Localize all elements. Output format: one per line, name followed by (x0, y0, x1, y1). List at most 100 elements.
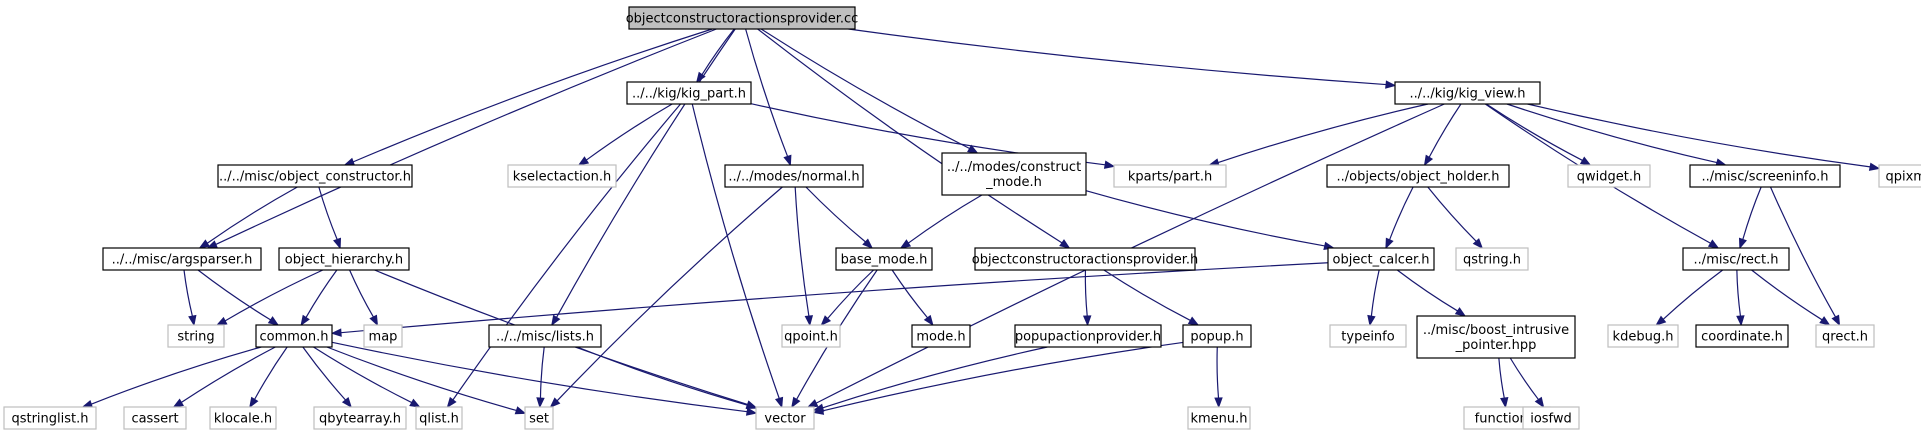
node-string: string (167, 324, 225, 348)
node-label-object_constructor: ../../misc/object_constructor.h (219, 170, 411, 185)
arrowhead-common-to-qbytearray (341, 396, 353, 409)
node-argsparser[interactable]: ../../misc/argsparser.h (102, 247, 262, 271)
arrowhead-object_hierarchy-to-map (369, 314, 379, 327)
edge-kig_part-to-vector (691, 103, 780, 399)
node-label-misc_lists: ../../misc/lists.h (496, 330, 594, 345)
node-screeninfo[interactable]: ../misc/screeninfo.h (1689, 164, 1841, 188)
node-base_mode[interactable]: base_mode.h (835, 247, 933, 271)
node-misc_rect[interactable]: ../misc/rect.h (1682, 247, 1790, 271)
edge-misc_lists-to-set (539, 346, 545, 399)
edge-construct_mode-to-base_mode (908, 194, 983, 244)
node-box-root (628, 6, 856, 30)
node-label-qlist: qlist.h (419, 412, 459, 427)
edge-root-to-kig_part (701, 28, 735, 75)
node-box-object_calcer (1327, 247, 1435, 271)
node-modes_normal[interactable]: ../../modes/normal.h (724, 164, 864, 188)
node-popup[interactable]: popup.h (1182, 324, 1252, 348)
node-box-popupactionprovider (1014, 324, 1162, 348)
node-kig_part[interactable]: ../../kig/kig_part.h (626, 81, 752, 105)
node-object_calcer[interactable]: object_calcer.h (1327, 247, 1435, 271)
node-label-kselectaction: kselectaction.h (513, 170, 612, 185)
node-kparts_part: kparts/part.h (1113, 164, 1227, 188)
arrowhead-base_mode-to-vector (791, 396, 801, 409)
edge-modes_normal-to-qpoint (794, 186, 810, 317)
arrowhead-modes_normal-to-set (549, 397, 561, 408)
edge-popup-to-kmenu (1216, 346, 1220, 399)
edge-object_holder-to-qstring (1427, 186, 1477, 242)
node-vector: vector (755, 406, 815, 430)
node-boost_ptr[interactable]: ../misc/boost_intrusive_pointer.hpp (1416, 315, 1576, 359)
edge-argsparser-to-string (183, 269, 193, 317)
arrowhead-base_mode-to-mode (923, 314, 934, 327)
edge-common-to-qstringlist (91, 346, 262, 405)
node-box-iosfwd (1522, 406, 1580, 430)
node-kdebug: kdebug.h (1607, 324, 1679, 348)
node-box-object_constructor (217, 164, 413, 188)
arrowhead-argsparser-to-common (267, 316, 280, 326)
node-label-object_calcer: object_calcer.h (1333, 253, 1430, 268)
edge-root-to-construct_mode (760, 28, 970, 150)
arrowhead-kig_part-to-kselectaction (577, 156, 590, 166)
node-box-screeninfo (1689, 164, 1841, 188)
edge-object_holder-to-object_calcer (1389, 186, 1414, 240)
node-misc_lists[interactable]: ../../misc/lists.h (488, 324, 602, 348)
arrowhead-object_holder-to-object_calcer (1385, 237, 1394, 250)
node-mode[interactable]: mode.h (911, 324, 971, 348)
node-qwidget: qwidget.h (1567, 164, 1651, 188)
node-box-mode (911, 324, 971, 348)
edge-object_hierarchy-to-common (305, 269, 338, 318)
node-label-kmenu: kmenu.h (1190, 412, 1247, 427)
arrowhead-popup-to-kmenu (1214, 397, 1223, 409)
node-object_hierarchy[interactable]: object_hierarchy.h (278, 247, 410, 271)
node-root[interactable]: objectconstructoractionsprovider.cc (626, 6, 859, 30)
node-box-qpoint (781, 324, 841, 348)
node-label-qpixmap: qpixmap.h (1885, 170, 1921, 185)
arrowhead-root-to-ocap_h (1059, 239, 1071, 249)
node-box-base_mode (835, 247, 933, 271)
node-box-qpixmap (1878, 164, 1921, 188)
edge-screeninfo-to-qrect (1769, 186, 1837, 318)
node-object_holder[interactable]: ../objects/object_holder.h (1326, 164, 1510, 188)
node-label-popup: popup.h (1190, 330, 1243, 345)
node-map: map (363, 324, 403, 348)
arrowhead-modes_normal-to-qpoint (804, 315, 814, 327)
node-box-argsparser (102, 247, 262, 271)
node-cassert: cassert (123, 406, 187, 430)
node-coordinate[interactable]: coordinate.h (1695, 324, 1789, 348)
node-label-iosfwd: iosfwd (1530, 412, 1572, 427)
edge-common-to-set (326, 346, 517, 412)
arrowhead-kig_part-to-qlist (446, 396, 457, 409)
node-object_constructor[interactable]: ../../misc/object_constructor.h (217, 164, 413, 188)
edge-common-to-qbytearray (302, 346, 346, 401)
arrowhead-argsparser-to-string (188, 314, 197, 327)
edge-root-to-kig_view (848, 28, 1387, 86)
edge-common-to-klocale (254, 346, 288, 400)
node-common[interactable]: common.h (255, 324, 333, 348)
node-box-kdebug (1607, 324, 1679, 348)
arrowhead-misc_rect-to-coordinate (1736, 315, 1745, 327)
node-label-object_hierarchy: object_hierarchy.h (285, 253, 403, 268)
edge-root-to-ocap_h (757, 28, 1063, 244)
edge-kig_view-to-screeninfo (1506, 103, 1718, 164)
arrowhead-construct_mode-to-base_mode (899, 239, 912, 249)
node-iosfwd: iosfwd (1522, 406, 1580, 430)
node-qlist: qlist.h (415, 406, 463, 430)
arrowhead-root-to-misc_lists (551, 314, 561, 327)
edge-boost_ptr-to-iosfwd (1509, 357, 1539, 400)
node-box-object_hierarchy (278, 247, 410, 271)
node-ocap_h[interactable]: objectconstructoractionsprovider.h (972, 247, 1199, 271)
edge-object_hierarchy-to-map (349, 269, 374, 318)
node-set: set (524, 406, 554, 430)
arrowhead-misc_lists-to-set (536, 397, 545, 409)
node-label-root: objectconstructoractionsprovider.cc (626, 12, 859, 27)
node-box-qstring (1455, 247, 1529, 271)
node-box-typeinfo (1329, 324, 1407, 348)
node-kig_view[interactable]: ../../kig/kig_view.h (1394, 81, 1541, 105)
edge-object_calcer-to-boost_ptr (1396, 269, 1458, 312)
node-label-base_mode: base_mode.h (841, 253, 928, 268)
node-construct_mode[interactable]: ../../modes/construct_mode.h (941, 152, 1087, 196)
node-popupactionprovider[interactable]: popupactionprovider.h (1014, 324, 1162, 348)
node-qpixmap: qpixmap.h (1878, 164, 1921, 188)
arrowhead-boost_ptr-to-functional (1500, 397, 1509, 409)
node-box-qwidget (1567, 164, 1651, 188)
